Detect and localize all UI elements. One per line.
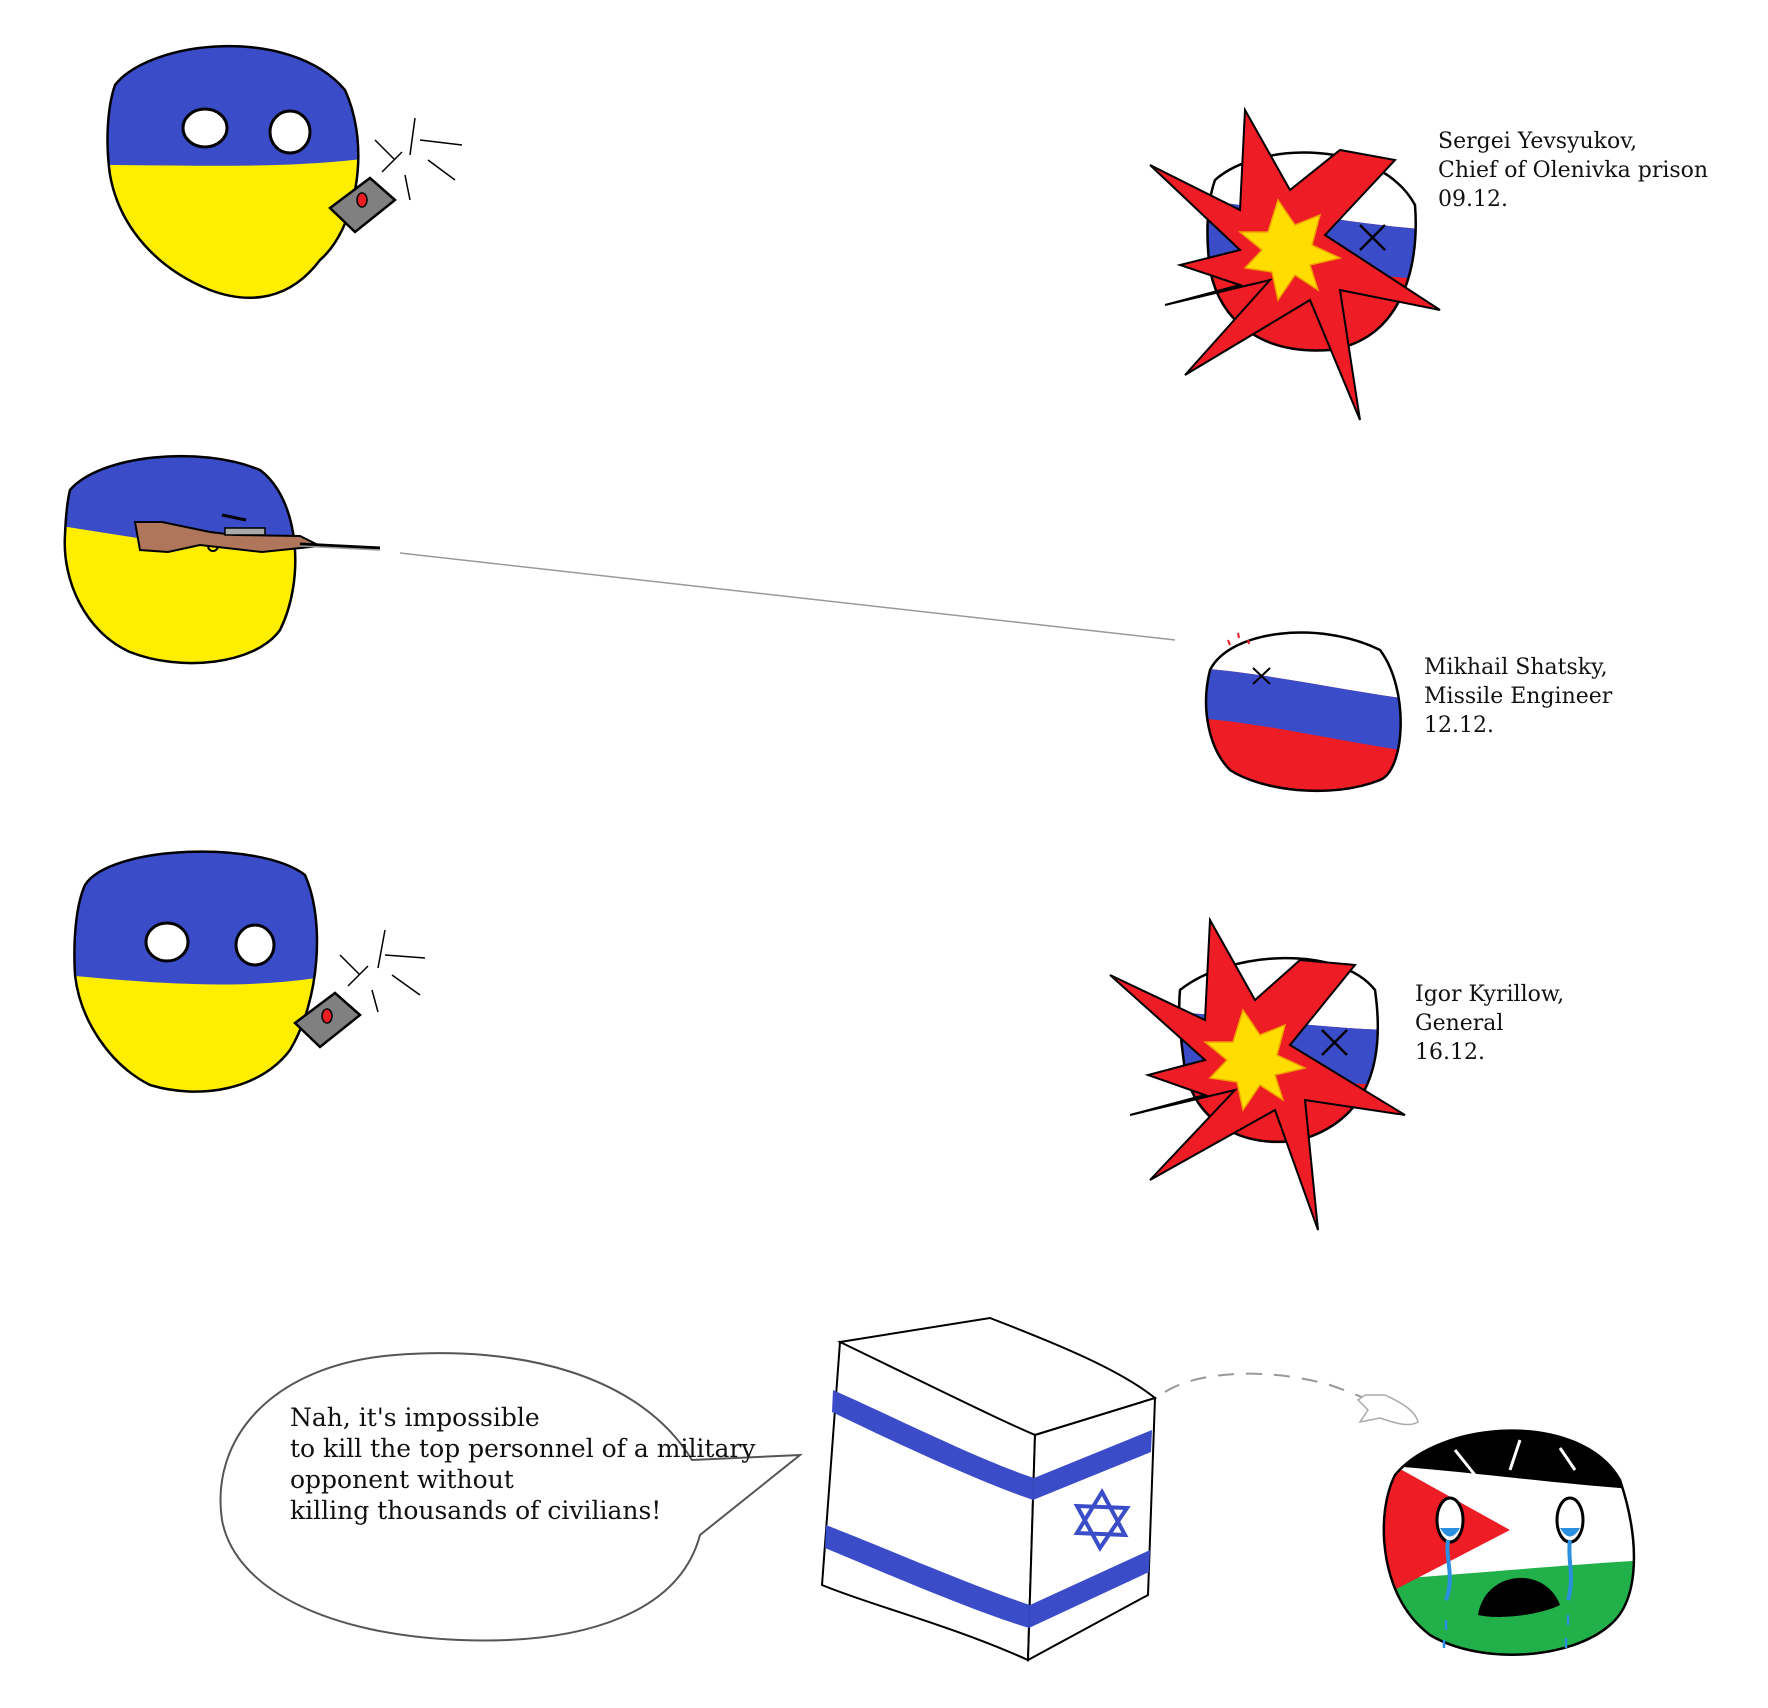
caption-line: 16.12.: [1415, 1040, 1485, 1065]
caption-line: Missile Engineer: [1424, 684, 1613, 709]
caption-line: 12.12.: [1424, 713, 1494, 738]
palestine-ball: [1382, 1429, 1636, 1656]
bullet-trail: [399, 552, 1176, 641]
ukraine-ball-3: [73, 850, 319, 1093]
missile-trajectory: [1164, 1372, 1373, 1403]
russia-ball-2: [1204, 631, 1402, 793]
speech-line: to kill the top personnel of a military: [290, 1434, 756, 1463]
ukraine-ball-2: [63, 454, 297, 665]
caption-panel-3: Igor Kyrillow, General 16.12.: [1415, 980, 1564, 1067]
israel-cube: [820, 1316, 1158, 1662]
ukraine-ball-1: [106, 44, 360, 300]
detonator-icon: [328, 117, 463, 234]
speech-bubble: [219, 1352, 804, 1642]
caption-line: Igor Kyrillow,: [1415, 982, 1565, 1007]
detonator-icon: [293, 929, 426, 1049]
caption-line: 09.12.: [1438, 187, 1508, 212]
caption-line: Sergei Yevsyukov,: [1438, 129, 1638, 154]
speech-text: Nah, it's impossible to kill the top per…: [290, 1402, 755, 1526]
caption-line: Chief of Olenivka prison: [1438, 158, 1709, 183]
star-of-david-icon: [1073, 1487, 1131, 1552]
caption-line: General: [1415, 1011, 1504, 1036]
speech-line: killing thousands of civilians!: [290, 1496, 662, 1525]
caption-panel-1: Sergei Yevsyukov, Chief of Olenivka pris…: [1438, 127, 1708, 214]
explosion-1: [1149, 106, 1441, 421]
speech-line: opponent without: [290, 1465, 514, 1494]
sniper-rifle-icon: [133, 521, 381, 554]
caption-line: Mikhail Shatsky,: [1424, 655, 1608, 680]
caption-panel-2: Mikhail Shatsky, Missile Engineer 12.12.: [1424, 653, 1612, 740]
speech-line: Nah, it's impossible: [290, 1403, 540, 1432]
missile-icon: [1356, 1394, 1419, 1426]
explosion-3: [1109, 916, 1406, 1231]
